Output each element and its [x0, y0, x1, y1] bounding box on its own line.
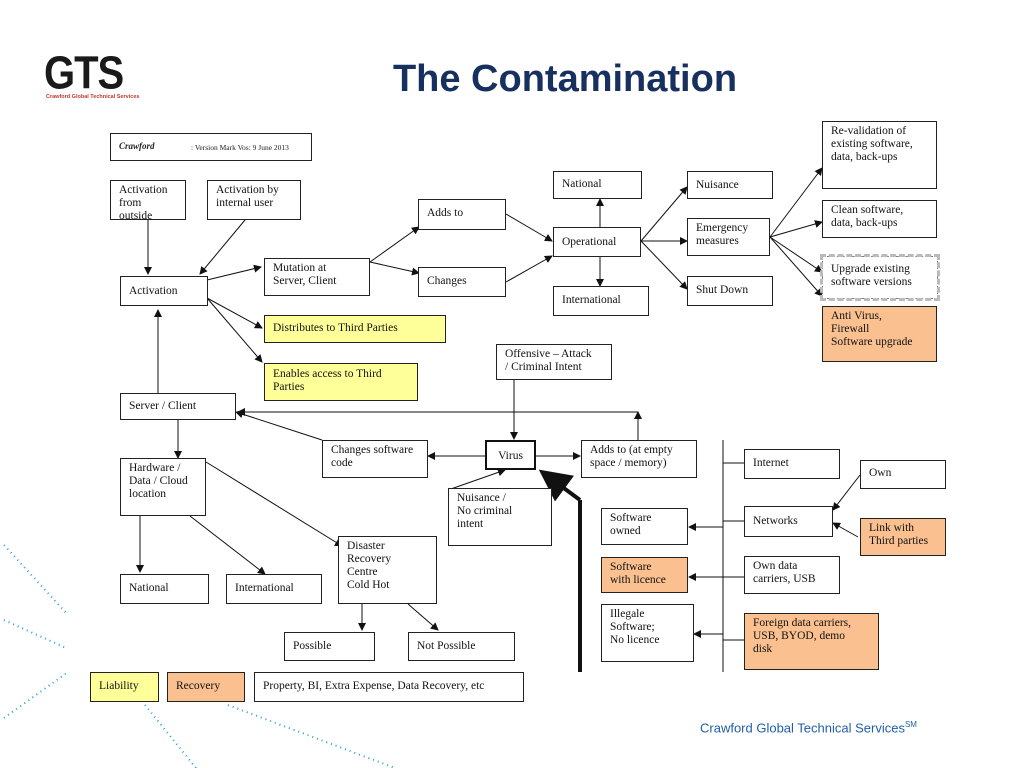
virus-box: Virus	[485, 440, 536, 470]
crawford-mark: Crawford	[119, 141, 155, 151]
not-possible-box: Not Possible	[408, 632, 515, 661]
software-licence-box: Software with licence	[601, 557, 688, 593]
mutation-box: Mutation at Server, Client	[264, 258, 370, 296]
recovery-box: Recovery	[167, 672, 245, 702]
activation-outside-box: Activation from outside	[110, 180, 186, 222]
nuisance-no-criminal-box: Nuisance / No criminal intent	[448, 488, 552, 546]
foreign-data-carriers-box: Foreign data carriers, USB, BYOD, demo d…	[744, 613, 879, 670]
national-bottom-box: National	[120, 574, 209, 604]
networks-box: Networks	[744, 506, 833, 537]
upgrade-software-box: Upgrade existing software versions	[820, 254, 940, 301]
footer-mark: SM	[904, 720, 917, 729]
footer: Crawford Global Technical ServicesSM	[700, 720, 917, 735]
own-box: Own	[860, 460, 946, 489]
logo-text: GTS	[44, 48, 124, 99]
adds-to-box: Adds to	[418, 199, 506, 230]
nuisance-top-box: Nuisance	[687, 171, 773, 199]
activation-internal-box: Activation by internal user	[207, 180, 301, 220]
national-top-box: National	[553, 171, 642, 199]
internet-box: Internet	[744, 449, 840, 479]
shut-down-box: Shut Down	[687, 276, 773, 306]
distributes-box: Distributes to Third Parties	[264, 315, 446, 343]
version-box: Crawford : Version Mark Vos: 9 June 2013	[110, 133, 312, 161]
revalidation-box: Re-validation of existing software, data…	[822, 121, 937, 189]
possible-box: Possible	[284, 632, 375, 661]
antivirus-box: Anti Virus, Firewall Software upgrade	[822, 306, 937, 362]
version-text: : Version Mark Vos: 9 June 2013	[191, 143, 289, 152]
slide-title: The Contamination	[392, 58, 738, 100]
international-bottom-box: International	[226, 574, 322, 604]
decorative-dotted-lines	[3, 544, 396, 768]
activation-box: Activation	[120, 276, 208, 306]
own-data-carriers-box: Own data carriers, USB	[744, 556, 840, 594]
software-owned-box: Software owned	[601, 508, 688, 545]
changes-code-box: Changes software code	[322, 440, 428, 478]
changes-box: Changes	[418, 267, 506, 297]
illegal-software-box: Illegale Software; No licence	[601, 604, 694, 662]
international-top-box: International	[553, 286, 649, 316]
disaster-recovery-box: Disaster Recovery Centre Cold Hot	[338, 536, 437, 604]
adds-to-empty-box: Adds to (at empty space / memory)	[581, 440, 697, 478]
gts-logo: GTS Crawford Global Technical Services	[44, 48, 148, 102]
logo-subtitle: Crawford Global Technical Services	[46, 94, 140, 100]
server-client-box: Server / Client	[120, 393, 236, 420]
enables-access-box: Enables access to Third Parties	[264, 363, 418, 401]
clean-software-box: Clean software, data, back-ups	[822, 200, 937, 238]
link-third-parties-box: Link with Third parties	[860, 518, 946, 556]
liability-box: Liability	[90, 672, 159, 702]
hardware-box: Hardware / Data / Cloud location	[120, 458, 206, 516]
footer-text: Crawford Global Technical Services	[700, 720, 905, 736]
emergency-measures-box: Emergency measures	[687, 218, 770, 256]
offensive-box: Offensive – Attack / Criminal Intent	[496, 344, 612, 380]
operational-box: Operational	[553, 227, 641, 257]
property-box: Property, BI, Extra Expense, Data Recove…	[254, 672, 524, 702]
